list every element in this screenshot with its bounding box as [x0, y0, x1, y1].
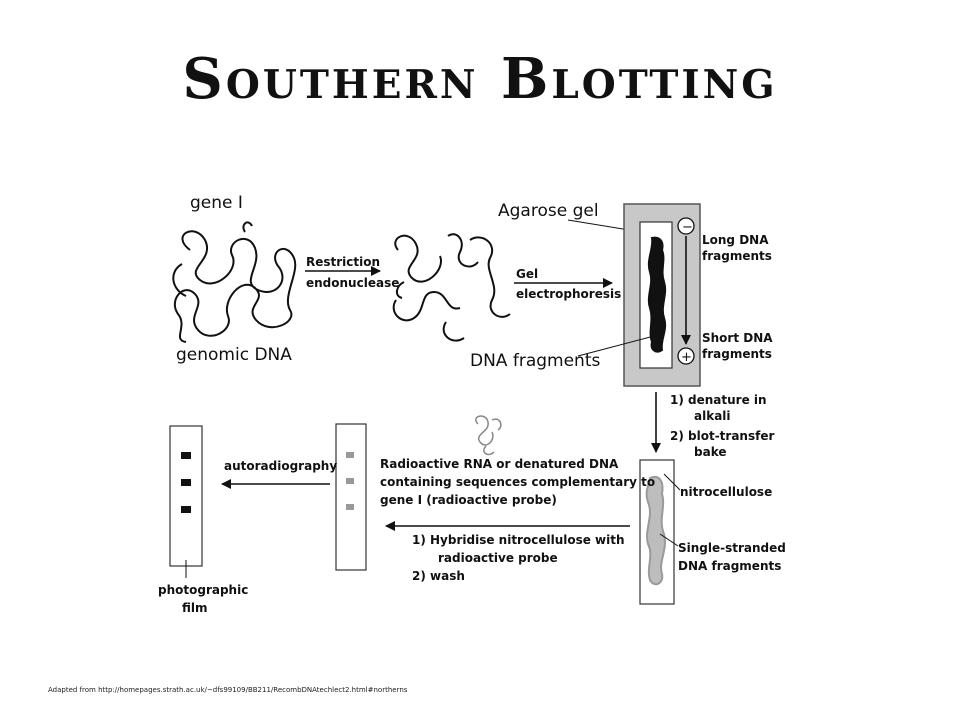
single-stranded-pointer — [659, 533, 679, 547]
genomic-dna-squiggle — [172, 221, 297, 343]
dna-fragments-pointer — [577, 335, 655, 357]
short-dna-label: Short DNA — [702, 331, 773, 345]
photographic-film — [169, 425, 203, 567]
plus-electrode — [677, 347, 695, 365]
hybridised-membrane — [335, 423, 367, 571]
denature-label: 1) denature in — [670, 393, 767, 407]
page-title: Southern Blotting — [182, 46, 778, 112]
minus-label: − — [682, 220, 693, 235]
blot-transfer-label: 2) blot-transfer — [670, 429, 774, 443]
alkali-label: alkali — [694, 409, 731, 423]
gel-label: Gel — [516, 267, 538, 281]
probe-description-2: containing sequences complementary to — [380, 475, 655, 489]
probe-squiggle — [475, 415, 502, 456]
minus-electrode — [677, 217, 695, 235]
restriction-label: Restriction — [306, 255, 380, 269]
bake-label: bake — [694, 445, 726, 459]
probe-description-3: gene I (radioactive probe) — [380, 493, 557, 507]
autoradiography-label: autoradiography — [224, 459, 337, 473]
endonuclease-label: endonuclease — [306, 276, 399, 290]
gene-label: gene I — [190, 193, 243, 213]
short-dna-label-2: fragments — [702, 347, 772, 361]
agarose-gel-label: Agarose gel — [498, 201, 599, 221]
transferred-dna-smear — [645, 476, 666, 586]
wash-label: 2) wash — [412, 569, 465, 583]
hybridise-label: 1) Hybridise nitrocellulose with — [412, 533, 625, 547]
nitrocellulose-label: nitrocellulose — [680, 485, 772, 499]
genomic-dna-label: genomic DNA — [176, 345, 292, 365]
film-label: film — [182, 601, 208, 615]
dark-bands — [181, 452, 191, 513]
faint-bands — [346, 452, 354, 510]
plus-label: + — [681, 350, 692, 365]
long-dna-label-2: fragments — [702, 249, 772, 263]
probe-description-1: Radioactive RNA or denatured DNA — [380, 457, 619, 471]
long-dna-label: Long DNA — [702, 233, 769, 247]
dna-fragments-label: DNA fragments — [470, 351, 600, 371]
source-credit: Adapted from http://homepages.strath.ac.… — [48, 686, 408, 694]
single-stranded-label: Single-stranded — [678, 541, 786, 555]
photographic-label: photographic — [158, 583, 248, 597]
electrophoresis-label: electrophoresis — [516, 287, 621, 301]
single-stranded-label-2: DNA fragments — [678, 559, 781, 573]
nitrocellulose-pointer — [663, 473, 681, 491]
dna-smear — [647, 236, 667, 353]
probe-label: radioactive probe — [438, 551, 558, 565]
fragmented-dna — [392, 233, 511, 342]
